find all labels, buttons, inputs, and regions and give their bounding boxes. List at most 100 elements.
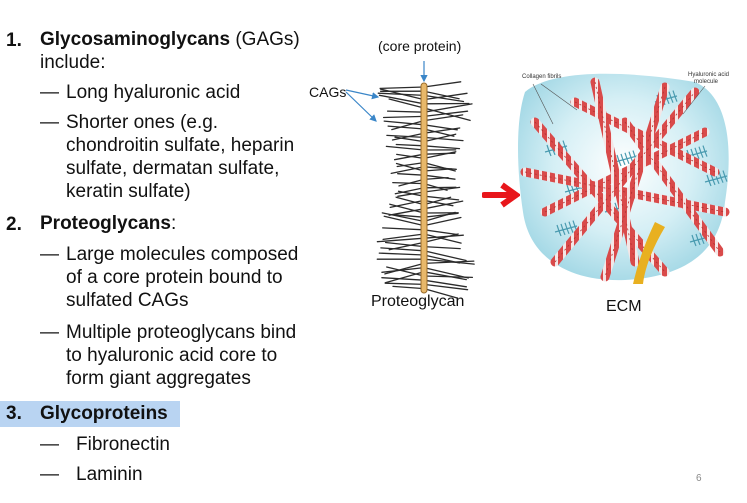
cag-bristle [386, 110, 425, 113]
cag-bristle [379, 88, 425, 101]
cag-bristle [384, 262, 425, 275]
cag-bristle [397, 190, 425, 197]
cag-bristle [423, 250, 467, 262]
gag-dash-2: — [40, 112, 59, 133]
cag-bristle [423, 245, 461, 250]
cag-bristle [386, 266, 425, 277]
cag-bristle [423, 90, 460, 100]
core-protein-label: (core protein) [378, 38, 462, 54]
cag-bristle [423, 266, 469, 279]
item-3-highlight [0, 401, 180, 427]
collagen-fibril-band [554, 91, 696, 263]
gag-bullet-3: chondroitin sulfate, heparin [66, 135, 295, 156]
cag-bristle [393, 153, 425, 161]
cag-bristle [423, 211, 456, 223]
cag-bristle [423, 145, 461, 150]
item-3-number: 3. [6, 403, 22, 424]
cag-bristle [384, 271, 425, 284]
collagen-fibril-band [594, 81, 636, 263]
pg-bullet-6: form giant aggregates [66, 368, 251, 389]
cag-bristle [423, 196, 452, 206]
cag-bristle [423, 199, 454, 207]
cag-bristle [382, 115, 425, 119]
cag-bristle [392, 285, 425, 290]
cag-bristle [423, 176, 449, 181]
page-number: 6 [696, 473, 702, 484]
cag-bristle [423, 81, 462, 88]
collagen-fibrils-label: Collagen fibrils [522, 74, 562, 80]
cag-bristle [423, 233, 462, 244]
cag-bristle [396, 161, 425, 168]
cag-bristle [382, 227, 425, 231]
gag-bullet-4: sulfate, dermatan sulfate, [66, 158, 280, 179]
cag-bristle [423, 151, 457, 160]
cags-label: CAGs [309, 84, 347, 100]
cag-bristle [384, 282, 425, 286]
cag-bristle [397, 173, 425, 176]
cag-bristle [392, 181, 425, 185]
cag-bristle [423, 229, 458, 236]
cag-bristle [381, 212, 425, 223]
cag-bristle [389, 203, 425, 214]
cag-bristle [423, 168, 453, 172]
collagen-fibril-band [524, 171, 726, 213]
hyaluronic-branch [704, 170, 728, 187]
cag-bristle [383, 215, 425, 227]
cag-bristle [387, 125, 425, 130]
proteoglycan-caption: Proteoglycan [371, 293, 465, 310]
cag-bristle [423, 275, 474, 279]
cag-bristle [423, 92, 468, 101]
cag-bristle [423, 110, 469, 118]
item-2-number: 2. [6, 214, 22, 235]
pg-dash-2: — [40, 322, 59, 343]
hyaluronic-branch [554, 220, 578, 237]
cag-bristle [423, 128, 455, 137]
gp-dash-2: — [40, 464, 59, 485]
cag-bristle [423, 283, 469, 291]
gp-bullet-2: Laminin [76, 464, 143, 485]
cag-bristle [395, 143, 425, 147]
cag-bristle [388, 98, 425, 109]
cag-bristle [390, 166, 425, 175]
cag-bristle [423, 114, 464, 122]
hyaluronic-branch [614, 150, 638, 167]
ecm-caption: ECM [606, 298, 642, 315]
cag-bristle [394, 187, 425, 195]
collagen-fibril-band [604, 86, 666, 278]
cag-bristle [378, 94, 425, 105]
cag-bristle [396, 153, 425, 160]
cag-bristle [423, 186, 457, 189]
cag-bristle [385, 145, 425, 151]
red-arrow-icon [482, 182, 520, 208]
cag-bristle [395, 162, 425, 172]
pg-bullet-4: Multiple proteoglycans bind [66, 322, 297, 343]
pg-bullet-2: of a core protein bound to [66, 267, 283, 288]
gag-bullet-1: Long hyaluronic acid [66, 82, 241, 103]
cag-bristle [380, 247, 425, 252]
cag-bristle [423, 103, 473, 113]
cag-bristle [384, 241, 425, 248]
item-1-heading: Glycosaminoglycans (GAGs) [40, 29, 300, 51]
cag-bristle [386, 134, 425, 139]
item-1-line2: include: [40, 52, 106, 73]
cag-bristle [395, 196, 425, 206]
cag-bristle [423, 195, 460, 201]
hyaluronic-label-line2: molecule [694, 79, 719, 85]
gp-bullet-1: Fibronectin [76, 434, 170, 455]
item-2-title: Proteoglycans [40, 213, 171, 234]
cag-bristle [423, 212, 459, 218]
cag-bristle [381, 266, 425, 273]
cag-bristle [383, 120, 425, 126]
cag-bristle [423, 94, 465, 103]
cag-bristle [376, 237, 425, 243]
item-2-heading: Proteoglycans: [40, 213, 176, 235]
cag-bristle [394, 136, 425, 143]
cag-bristle [388, 208, 425, 216]
collagen-fibril-band [624, 121, 721, 253]
cag-bristle [423, 136, 464, 142]
cag-bristle [378, 252, 425, 256]
cag-bristle [391, 119, 425, 131]
cag-bristle [423, 216, 462, 227]
cag-bristle [423, 133, 457, 143]
collagen-fibril-band [534, 121, 666, 273]
